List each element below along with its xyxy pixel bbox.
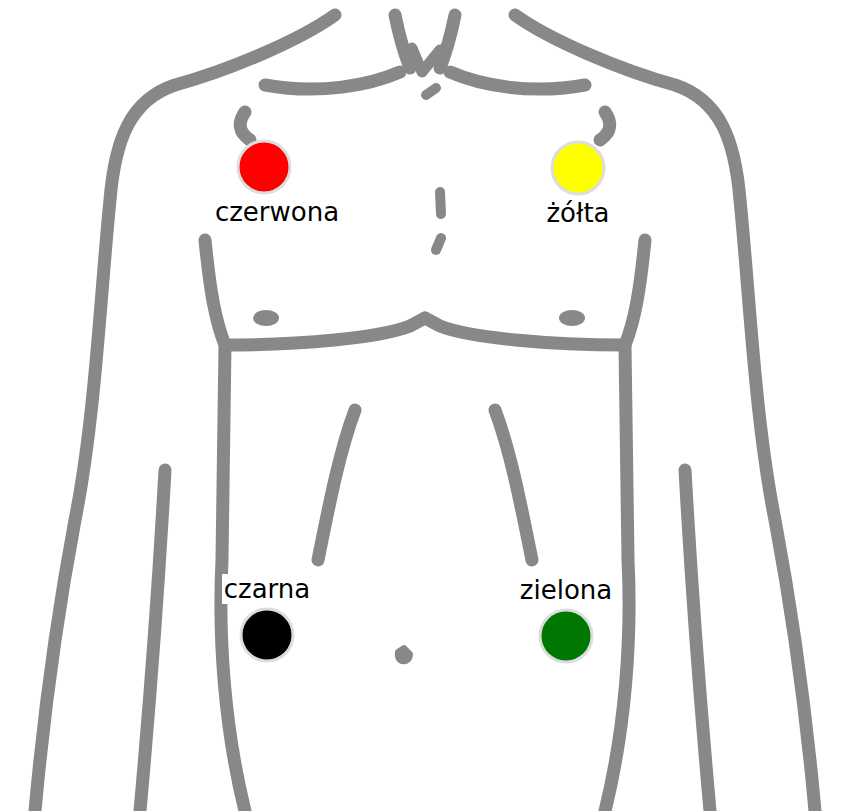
electrode-label: czerwona: [213, 197, 341, 227]
electrode-label: żółta: [544, 198, 611, 228]
electrode-dot: [538, 608, 594, 664]
electrode-dot: [236, 139, 292, 195]
electrode: czarna: [222, 574, 313, 663]
electrode-dot: [550, 140, 606, 196]
electrode: żółta: [544, 140, 611, 228]
electrode-dot: [239, 607, 295, 663]
electrode-label: czarna: [222, 574, 313, 604]
electrode: zielona: [518, 575, 614, 664]
electrode: czerwona: [200, 139, 328, 227]
electrode-label: zielona: [518, 575, 614, 605]
